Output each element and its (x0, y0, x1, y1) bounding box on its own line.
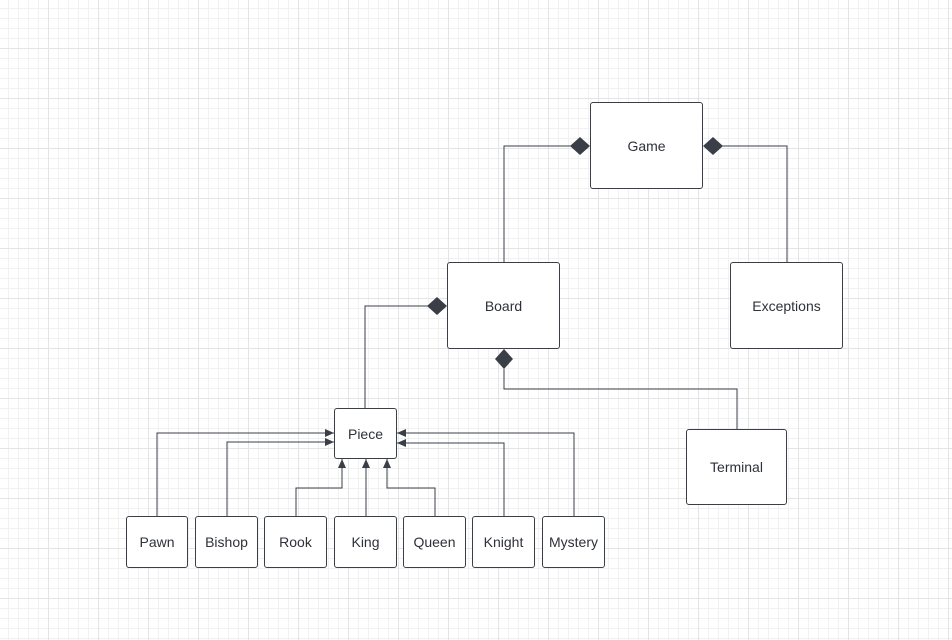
exceptions-node[interactable]: Exceptions (730, 262, 843, 349)
pawn-node[interactable]: Pawn (126, 516, 188, 568)
composition-diamond-game-exceptions (703, 137, 723, 155)
king-label: King (351, 534, 380, 550)
piece-label: Piece (347, 425, 384, 442)
knight-node[interactable]: Knight (472, 516, 535, 568)
game-label: Game (627, 137, 666, 154)
bishop-label: Bishop (205, 534, 248, 550)
connector-rook-piece[interactable] (295, 459, 346, 517)
connector-pawn-piece[interactable] (156, 429, 334, 517)
queen-label: Queen (413, 534, 456, 550)
composition-diamond-board-terminal (495, 349, 513, 369)
board-node[interactable]: Board (447, 262, 560, 349)
connector-board-piece[interactable] (364, 305, 437, 408)
connector-knight-piece[interactable] (397, 439, 505, 517)
composition-diamond-board-piece (427, 297, 447, 315)
connector-board-terminal[interactable] (503, 369, 738, 430)
composition-diamond-game-board (570, 137, 590, 155)
game-node[interactable]: Game (590, 102, 703, 189)
rook-node[interactable]: Rook (264, 516, 327, 568)
connector-game-exceptions[interactable] (713, 145, 788, 263)
rook-label: Rook (279, 534, 312, 550)
knight-label: Knight (483, 534, 524, 550)
pawn-label: Pawn (139, 534, 175, 550)
piece-node[interactable]: Piece (334, 408, 397, 459)
board-label: Board (484, 297, 523, 314)
king-node[interactable]: King (334, 516, 397, 568)
queen-node[interactable]: Queen (403, 516, 466, 568)
exceptions-label: Exceptions (752, 297, 821, 314)
connector-mystery-piece[interactable] (397, 429, 575, 517)
connector-queen-piece[interactable] (383, 459, 436, 517)
mystery-label: Mystery (549, 534, 598, 550)
connector-bishop-piece[interactable] (226, 438, 334, 517)
terminal-label: Terminal (710, 459, 763, 475)
terminal-node[interactable]: Terminal (686, 429, 787, 505)
connector-game-board[interactable] (503, 145, 580, 263)
mystery-node[interactable]: Mystery (542, 516, 605, 568)
bishop-node[interactable]: Bishop (195, 516, 258, 568)
